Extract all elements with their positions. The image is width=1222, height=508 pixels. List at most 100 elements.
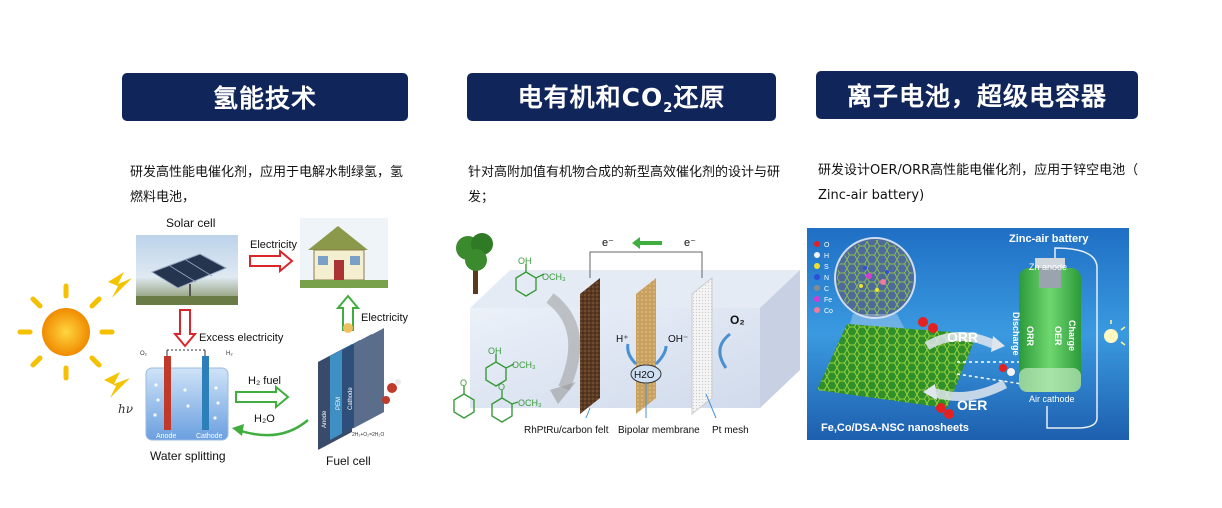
zn-anode-label: Zn anode: [1029, 262, 1067, 272]
header-co2-reduction: 电有机和CO2还原: [467, 73, 776, 121]
och3-label-3: OCH₃: [518, 398, 542, 408]
electrode-label-felt: RhPtRu/carbon felt: [524, 425, 609, 436]
orr-arrow: [924, 331, 995, 350]
header-hydrogen-energy-text: 氢能技术: [212, 84, 317, 113]
och3-label-2: OCH₃: [512, 360, 536, 370]
fc-reaction-label: 2H₂+O₂=2H₂O: [352, 432, 384, 438]
arrow-right-icon: [249, 248, 294, 274]
legend-label-h: H: [824, 253, 829, 260]
methoxycyclohexanone-molecule: [491, 390, 519, 423]
anode-label: Anode: [156, 433, 176, 440]
guaiacol-molecule: [515, 264, 545, 297]
electricity-label-right: Electricity: [361, 312, 409, 324]
circuit-loop: [1046, 247, 1098, 429]
sun-icon: [17, 283, 115, 381]
pt-mesh-electrode: [691, 276, 713, 416]
h2o-label: H2O: [634, 370, 655, 381]
fc-anode-label: Anode: [322, 410, 328, 428]
header-hydrogen-energy: 氢能技术: [122, 73, 408, 121]
legend-label-co: Co: [824, 308, 833, 315]
electron-right-label: e⁻: [684, 237, 696, 249]
orr-label: ORR: [947, 329, 978, 345]
light-bulb-icon: [1104, 320, 1126, 346]
lightning-icon: [108, 272, 132, 298]
oh-label-2: OH: [488, 346, 502, 356]
electron-left-label: e⁻: [602, 237, 614, 249]
oh-minus-label: OH⁻: [668, 334, 688, 345]
conversion-arrow: [546, 293, 581, 391]
circuit-wire: [589, 251, 703, 278]
cyclohexanone-molecule: [453, 386, 475, 419]
house-icon: [300, 218, 388, 288]
arrow-right-green-icon: [235, 384, 290, 410]
legend-dot-s: [814, 263, 820, 269]
legend-label-s: S: [824, 264, 829, 271]
o2-label: O₂: [140, 351, 148, 357]
legend-label-fe: Fe: [824, 297, 832, 304]
description-co2: 针对高附加值有机物合成的新型高效催化剂的设计与研发；: [468, 165, 781, 205]
water-splitting-label: Water splitting: [150, 449, 226, 463]
legend-dot-c: [814, 285, 820, 291]
arrow-curve-icon: [237, 419, 309, 437]
description-battery: 研发设计OER/ORR高性能电催化剂，应用于锌空电池（ Zinc-air bat…: [818, 163, 1139, 203]
legend-label-c: C: [824, 286, 829, 293]
cathode-label: Cathode: [196, 433, 223, 440]
pem-label: PEM: [336, 397, 342, 410]
electrode-label-membrane: Bipolar membrane: [618, 425, 700, 436]
o-label-1: O: [460, 378, 467, 388]
arrow-down-icon: [172, 309, 198, 348]
electrolysis-cell: [470, 270, 800, 408]
air-cathode-label: Air cathode: [1029, 394, 1075, 404]
orr-vertical-label: ORR: [1025, 326, 1035, 347]
h2-fuel-label: H₂ fuel: [248, 375, 281, 387]
discharge-label: Discharge: [1011, 312, 1021, 356]
electro-organic-diagram: e⁻ e⁻ H⁺ OH⁻ H2O O₂ OH OCH₃ OH OCH₃ O O …: [453, 233, 800, 436]
fc-cathode-label: Cathode: [348, 387, 354, 410]
legend-dot-o: [814, 241, 820, 247]
och3-label-1: OCH₃: [542, 272, 566, 282]
o-label-2: O: [498, 382, 505, 392]
o2-label: O₂: [730, 313, 745, 327]
arrow-h-plus-icon: [626, 343, 638, 366]
legend-dot-h: [814, 252, 820, 258]
battery-icon: [1019, 258, 1081, 392]
oer-label: OER: [957, 397, 987, 413]
h2-label: H₂: [226, 351, 233, 357]
nanosheet-caption: Fe,Co/DSA-NSC nanosheets: [821, 422, 969, 434]
arrow-up-icon: [335, 294, 361, 331]
carbon-felt-electrode: [580, 278, 600, 414]
solar-panel-image: [136, 235, 238, 305]
legend-label-n: N: [824, 275, 829, 282]
hydrogen-energy-diagram: hν Solar cell Electricity Electricity Ex…: [17, 216, 409, 468]
fuel-cell-label: Fuel cell: [326, 454, 371, 468]
excess-electricity-label: Excess electricity: [199, 332, 284, 344]
header-ion-battery: 离子电池，超级电容器: [816, 71, 1138, 119]
battery-title: Zinc-air battery: [1009, 233, 1089, 245]
h2o-label: H₂O: [254, 413, 275, 425]
header-co2-text: 电有机和CO2还原: [517, 83, 726, 116]
arrow-left-icon: [632, 237, 662, 249]
methoxycyclohexanol-molecule: [485, 354, 515, 387]
oh-label-1: OH: [518, 256, 532, 266]
legend-label-o: O: [824, 242, 830, 249]
legend-dot-co: [814, 307, 820, 313]
tree-icon: [456, 233, 493, 294]
arrow-oh-minus-icon: [654, 345, 668, 366]
fuel-cell-stack: [318, 323, 401, 450]
description-hydrogen: 研发高性能电催化剂，应用于电解水制绿氢，氢燃料电池，: [130, 165, 404, 205]
h-plus-label: H⁺: [616, 334, 629, 345]
charge-label: Charge: [1067, 320, 1077, 351]
hv-label: hν: [118, 402, 133, 416]
electrode-label-mesh: Pt mesh: [712, 425, 749, 436]
legend-dot-fe: [814, 296, 820, 302]
header-ion-battery-text: 离子电池，超级电容器: [846, 82, 1107, 111]
water-splitting-cell: [145, 349, 229, 441]
legend-dot-n: [814, 274, 820, 280]
lightning-icon: [104, 372, 130, 398]
oxygen-molecules: [918, 317, 1015, 419]
electricity-label-top: Electricity: [250, 239, 298, 251]
o2-curl-arrow: [718, 332, 731, 369]
oer-arrow: [931, 379, 1008, 401]
